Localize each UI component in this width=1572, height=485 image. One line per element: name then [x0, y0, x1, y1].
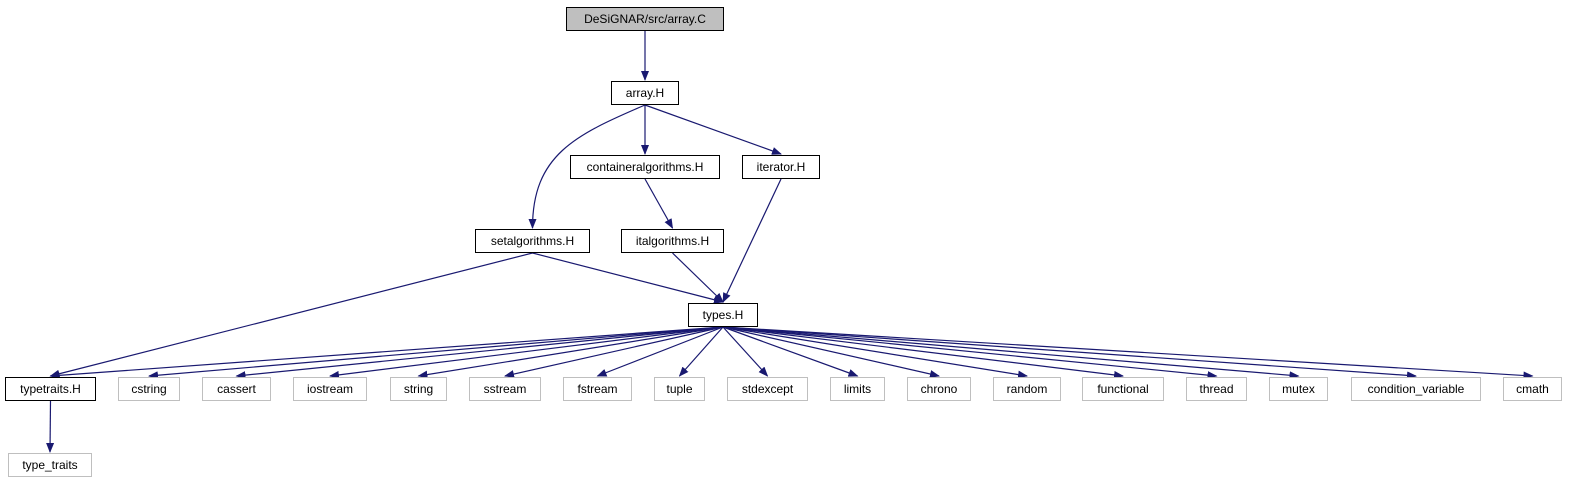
- edge-iterator-h-to-types-h: [722, 178, 782, 303]
- node-label: sstream: [483, 382, 527, 396]
- node-functional: functional: [1082, 377, 1164, 401]
- node-label: cstring: [131, 382, 167, 396]
- node-thread: thread: [1186, 377, 1247, 401]
- node-label: string: [403, 382, 434, 396]
- node-label: limits: [843, 382, 872, 396]
- node-types-h[interactable]: types.H: [688, 303, 758, 327]
- node-stdexcept: stdexcept: [727, 377, 808, 401]
- node-italgorithms-h[interactable]: italgorithms.H: [621, 229, 724, 253]
- edge-types-h-to-chrono: [722, 326, 940, 378]
- node-condition-variable: condition_variable: [1351, 377, 1481, 401]
- node-label: type_traits: [22, 458, 78, 472]
- edge-typetraits-h-to-type-traits: [46, 400, 55, 453]
- node-array-c: DeSiGNAR/src/array.C: [566, 7, 724, 31]
- node-limits: limits: [830, 377, 885, 401]
- edge-types-h-to-fstream: [596, 326, 724, 377]
- node-label: random: [1006, 382, 1048, 396]
- node-cassert: cassert: [202, 377, 271, 401]
- edge-types-h-to-sstream: [504, 326, 724, 378]
- node-label: cmath: [1516, 382, 1549, 396]
- node-iterator-h[interactable]: iterator.H: [742, 155, 820, 179]
- edge-types-h-to-tuple: [678, 326, 724, 377]
- node-label: cassert: [217, 382, 256, 396]
- node-string: string: [390, 377, 447, 401]
- edge-types-h-to-iostream: [329, 326, 724, 379]
- node-label: functional: [1097, 382, 1149, 396]
- edge-types-h-to-string: [417, 326, 724, 379]
- node-setalgorithms-h[interactable]: setalgorithms.H: [475, 229, 590, 253]
- node-label: chrono: [920, 382, 958, 396]
- node-array-h[interactable]: array.H: [611, 81, 679, 105]
- node-fstream: fstream: [563, 377, 632, 401]
- node-sstream: sstream: [469, 377, 541, 401]
- node-label: fstream: [577, 382, 618, 396]
- node-tuple: tuple: [654, 377, 705, 401]
- node-label: tuple: [666, 382, 693, 396]
- edge-types-h-to-random: [722, 326, 1028, 379]
- edge-types-h-to-mutex: [722, 326, 1300, 380]
- node-label: iterator.H: [756, 160, 806, 174]
- node-label: typetraits.H: [20, 382, 81, 396]
- edge-types-h-to-cmath: [722, 326, 1534, 380]
- node-cmath: cmath: [1503, 377, 1562, 401]
- node-containeralgorithms-h[interactable]: containeralgorithms.H: [570, 155, 720, 179]
- edge-types-h-to-limits: [722, 326, 859, 377]
- node-label: types.H: [702, 308, 744, 322]
- edge-types-h-to-condition-variable: [722, 326, 1417, 380]
- edge-types-h-to-cassert: [235, 326, 724, 380]
- edge-array-h-to-setalgorithms-h: [528, 104, 646, 229]
- node-type-traits: type_traits: [8, 453, 92, 477]
- node-label: condition_variable: [1367, 382, 1465, 396]
- edge-types-h-to-typetraits-h: [49, 326, 724, 380]
- node-random: random: [993, 377, 1061, 401]
- node-iostream: iostream: [293, 377, 367, 401]
- node-label: setalgorithms.H: [490, 234, 575, 248]
- node-mutex: mutex: [1269, 377, 1328, 401]
- node-label: iostream: [306, 382, 353, 396]
- node-label: thread: [1199, 382, 1234, 396]
- node-label: italgorithms.H: [635, 234, 710, 248]
- edge-italgorithms-h-to-types-h: [672, 252, 724, 303]
- edge-types-h-to-thread: [722, 326, 1218, 380]
- node-cstring: cstring: [118, 377, 180, 401]
- edge-containeralgorithms-h-to-italgorithms-h: [644, 178, 674, 229]
- edge-types-h-to-functional: [722, 326, 1124, 379]
- edge-setalgorithms-h-to-types-h: [532, 252, 724, 304]
- node-label: stdexcept: [741, 382, 794, 396]
- node-label: mutex: [1282, 382, 1315, 396]
- edge-types-h-to-stdexcept: [722, 326, 769, 377]
- edge-array-h-to-iterator-h: [644, 104, 782, 155]
- edge-types-h-to-cstring: [148, 326, 724, 380]
- node-label: DeSiGNAR/src/array.C: [584, 12, 706, 26]
- node-label: array.H: [625, 86, 665, 100]
- node-chrono: chrono: [907, 377, 971, 401]
- edge-setalgorithms-h-to-typetraits-h: [49, 252, 533, 378]
- node-label: containeralgorithms.H: [586, 160, 704, 174]
- node-typetraits-h[interactable]: typetraits.H: [5, 377, 96, 401]
